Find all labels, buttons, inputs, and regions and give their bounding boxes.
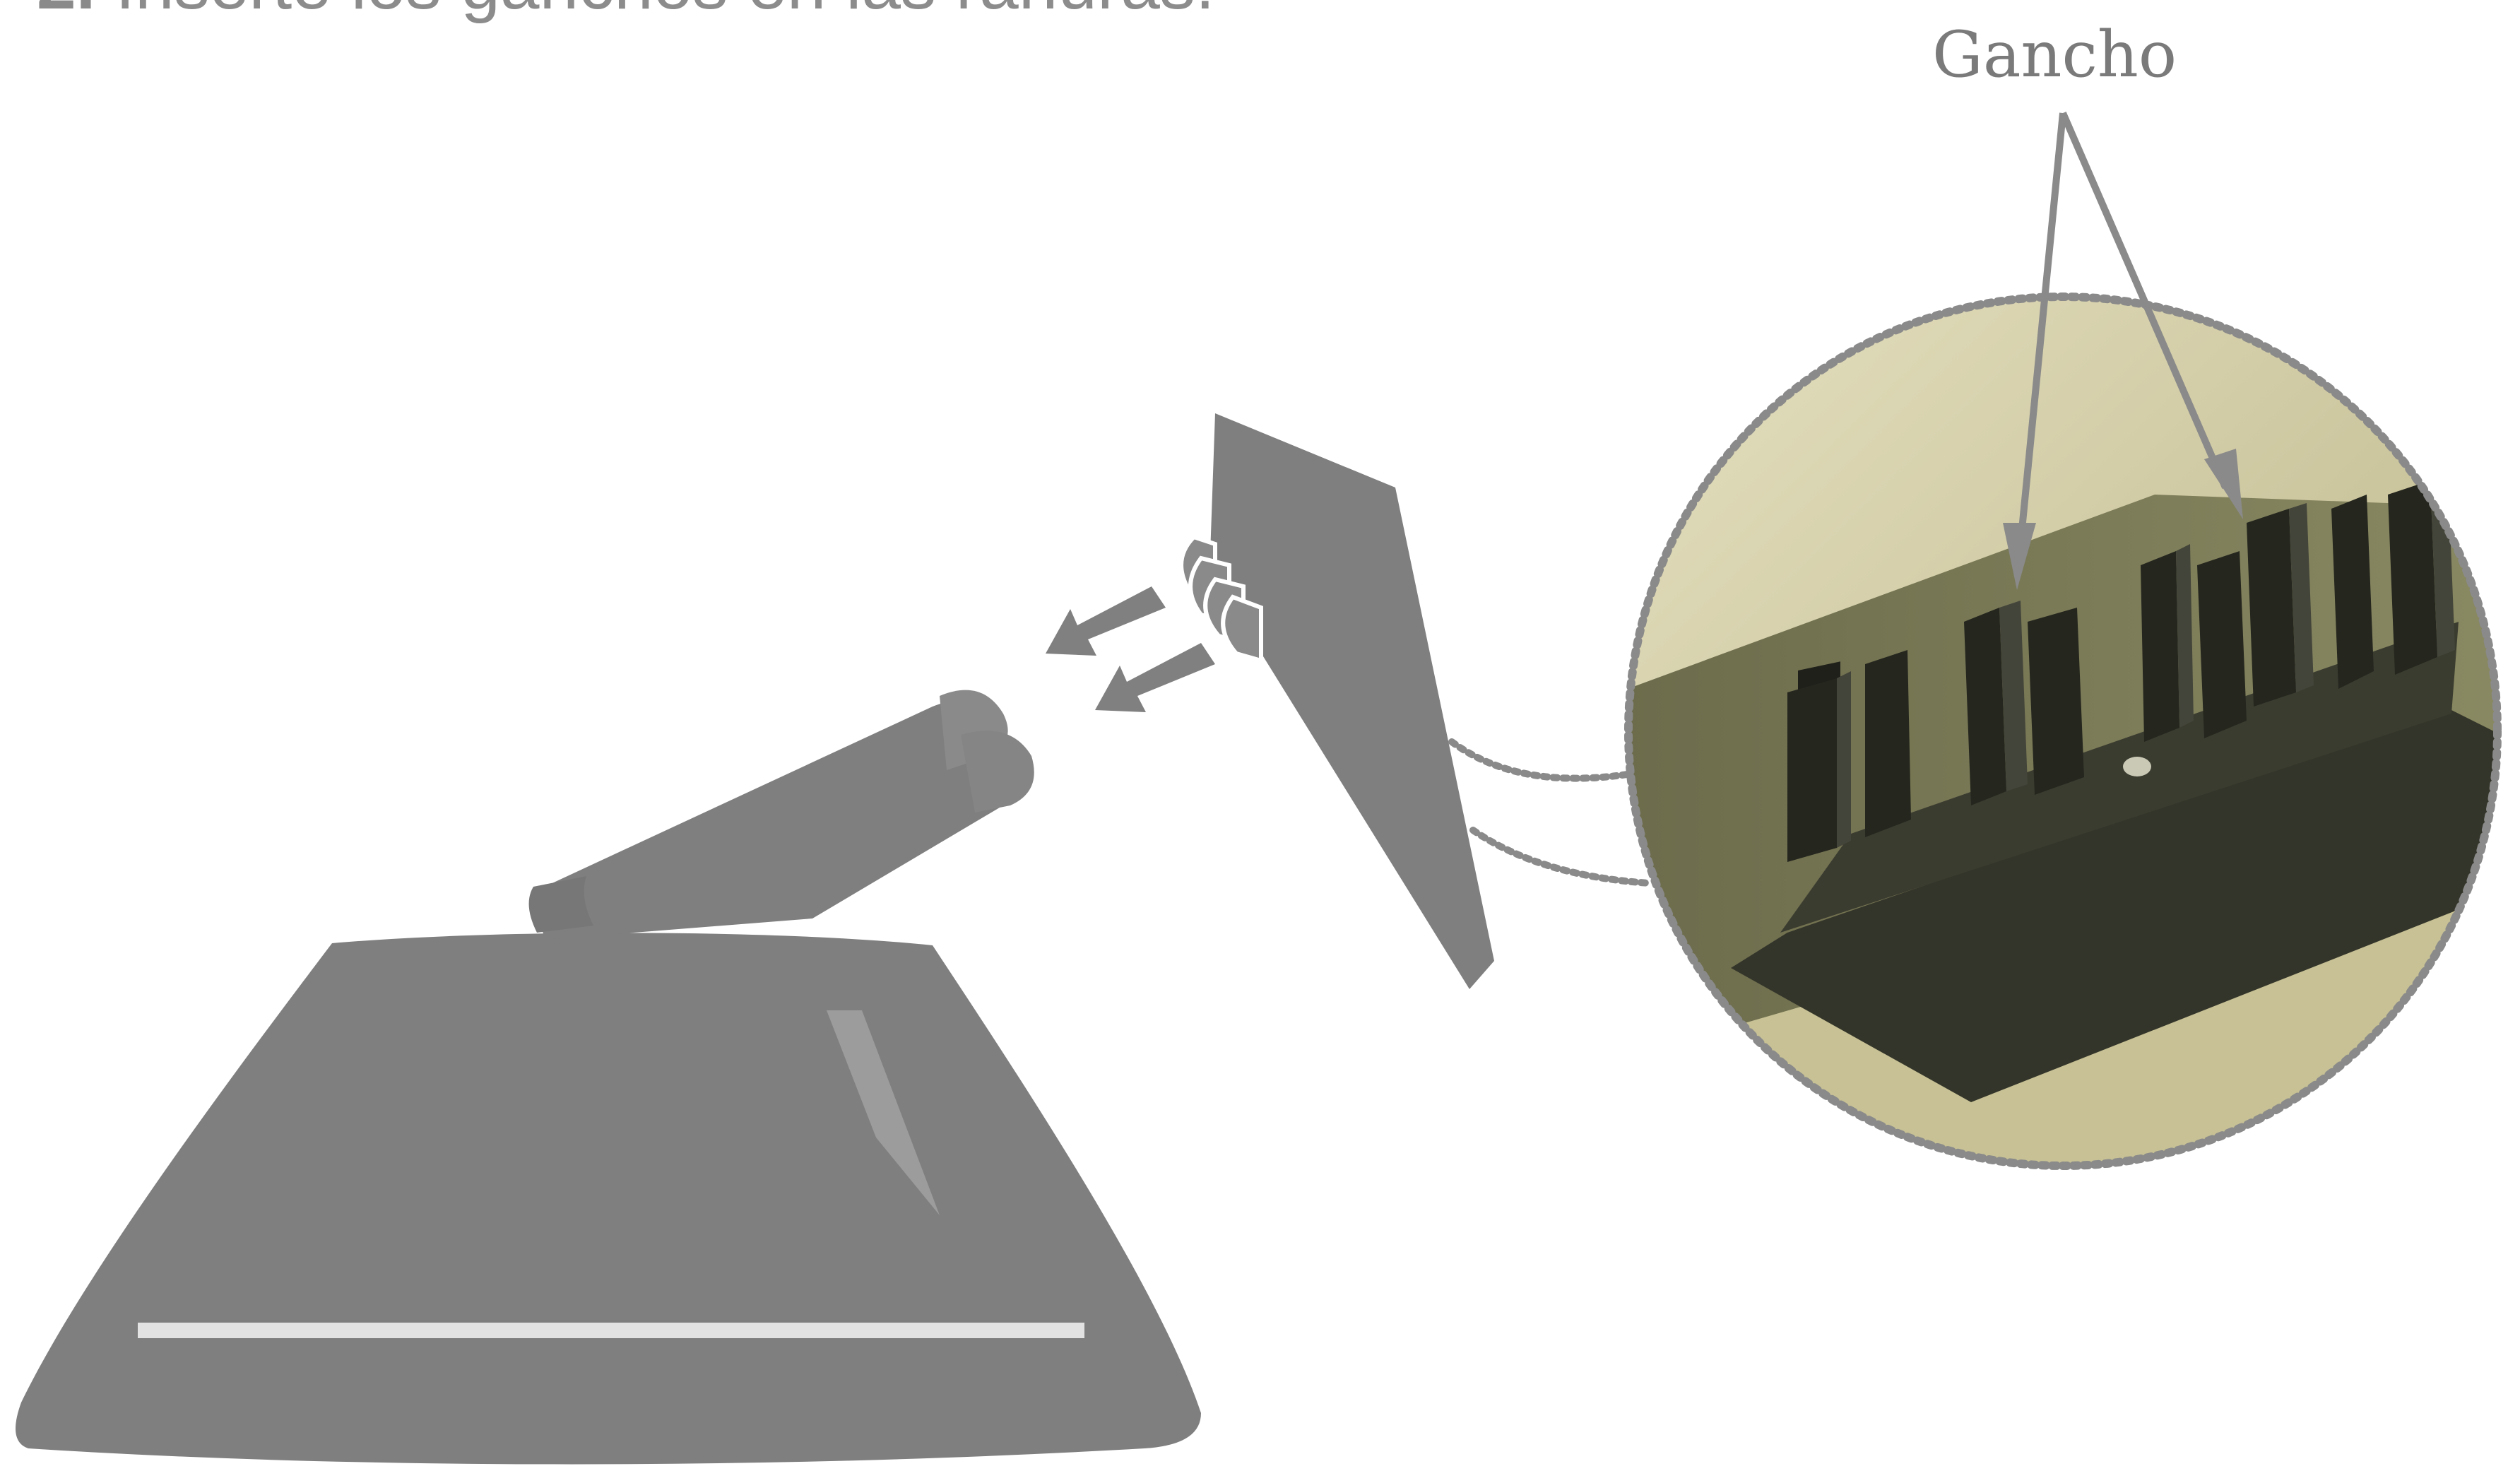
- insert-arrows-icon: [1046, 586, 1215, 712]
- zoom-connector-lines: [1452, 742, 1650, 883]
- base-highlight-stripe: [138, 1323, 1084, 1338]
- stand-base: [16, 933, 1201, 1464]
- monitor-hinge-plate: [1181, 413, 1494, 989]
- stand-neck: [529, 690, 1034, 940]
